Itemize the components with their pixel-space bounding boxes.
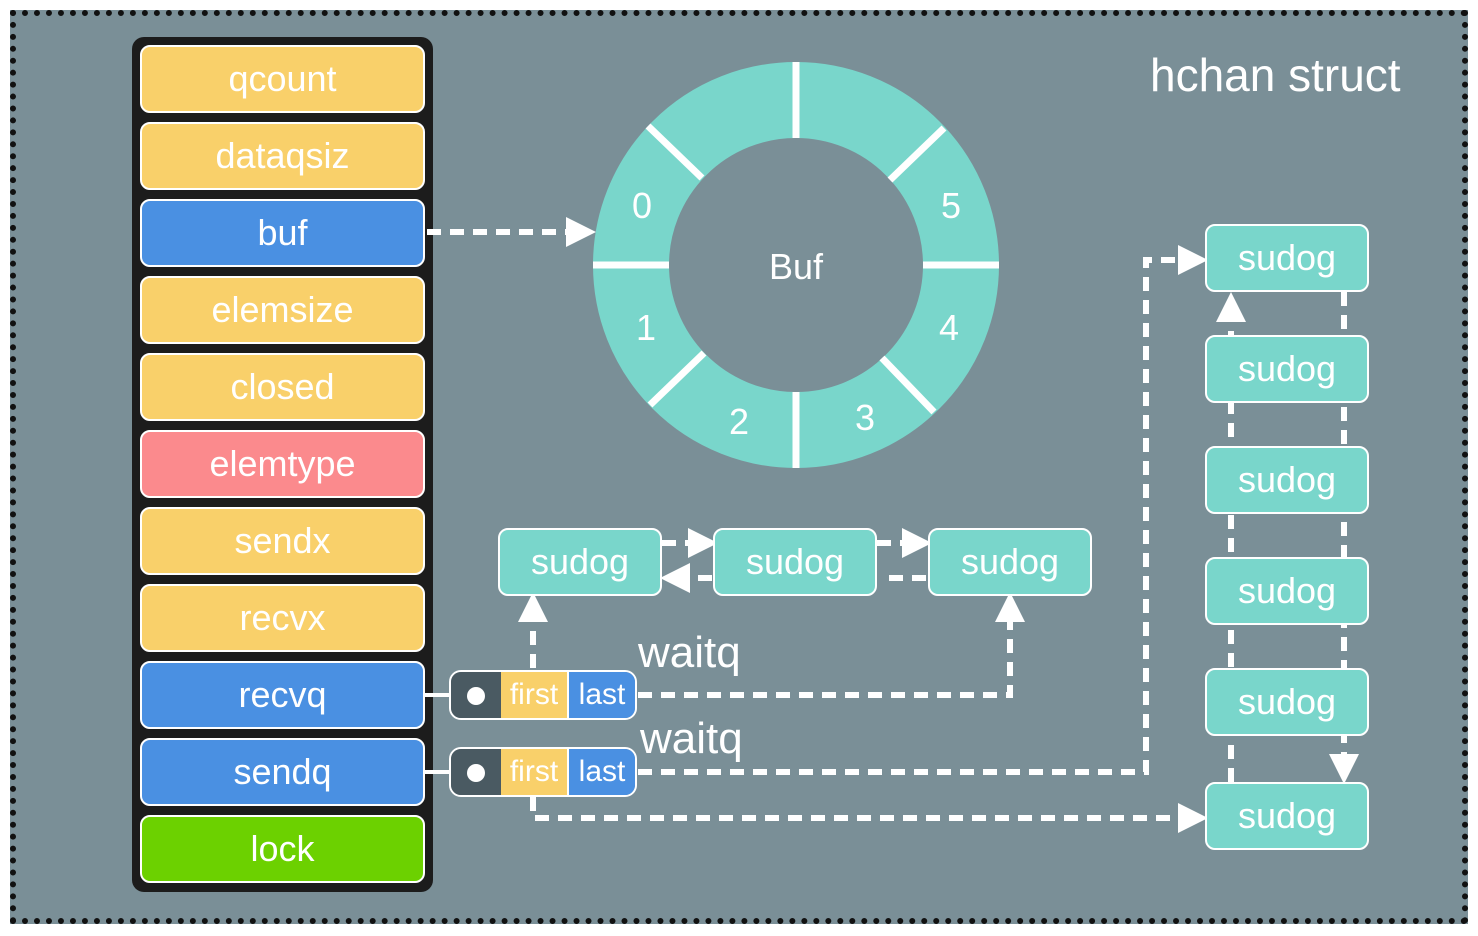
- recvq-waitq-label: waitq: [638, 628, 741, 677]
- recvq-sudog: sudog: [713, 528, 877, 596]
- waitq-pointer-cell: [451, 749, 501, 795]
- recvq-last-arrow: [638, 592, 1025, 698]
- recvq-sudog: sudog: [928, 528, 1092, 596]
- ring-slot-2: 2: [729, 401, 749, 442]
- waitq-first-cell: first: [501, 672, 569, 718]
- sendq-last-arrow: [638, 245, 1208, 775]
- ring-slot-4: 4: [939, 307, 959, 348]
- ring-slot-5: 5: [941, 185, 961, 226]
- ring-slot-3: 3: [855, 397, 875, 438]
- ring-divider: [879, 355, 937, 415]
- ring-slot-1: 1: [636, 307, 656, 348]
- pointer-dot-icon: [467, 687, 485, 705]
- recvq-sudog: sudog: [498, 528, 662, 596]
- waitq-first-cell: first: [501, 749, 569, 795]
- sendq-sudog: sudog: [1205, 557, 1369, 625]
- field-elemtype: elemtype: [140, 430, 425, 498]
- sendq-waitq-label: waitq: [640, 714, 743, 763]
- sendq-first-arrow: [530, 797, 1208, 833]
- field-closed: closed: [140, 353, 425, 421]
- field-recvx: recvx: [140, 584, 425, 652]
- field-elemsize: elemsize: [140, 276, 425, 344]
- field-lock: lock: [140, 815, 425, 883]
- ring-divider: [645, 123, 705, 181]
- field-qcount: qcount: [140, 45, 425, 113]
- pointer-dot-icon: [467, 764, 485, 782]
- field-recvq: recvq: [140, 661, 425, 729]
- ring-buffer: Buf 0 1 2 3 4 5: [593, 62, 999, 468]
- sendq-sudog: sudog: [1205, 224, 1369, 292]
- sendq-sudog: sudog: [1205, 335, 1369, 403]
- sendq-sudog: sudog: [1205, 446, 1369, 514]
- waitq-last-cell: last: [569, 672, 635, 718]
- sendq-sudog: sudog: [1205, 668, 1369, 736]
- ring-divider: [887, 125, 947, 183]
- field-dataqsiz: dataqsiz: [140, 122, 425, 190]
- waitq-last-cell: last: [569, 749, 635, 795]
- field-sendx: sendx: [140, 507, 425, 575]
- field-sendq: sendq: [140, 738, 425, 806]
- diagram-title: hchan struct: [1150, 49, 1401, 101]
- recvq-waitq: first last: [449, 670, 637, 720]
- sendq-waitq: first last: [449, 747, 637, 797]
- sendq-sudog: sudog: [1205, 782, 1369, 850]
- field-buf: buf: [140, 199, 425, 267]
- ring-slot-0: 0: [632, 185, 652, 226]
- waitq-pointer-cell: [451, 672, 501, 718]
- ring-divider: [647, 350, 707, 408]
- ring-center-label: Buf: [769, 246, 824, 287]
